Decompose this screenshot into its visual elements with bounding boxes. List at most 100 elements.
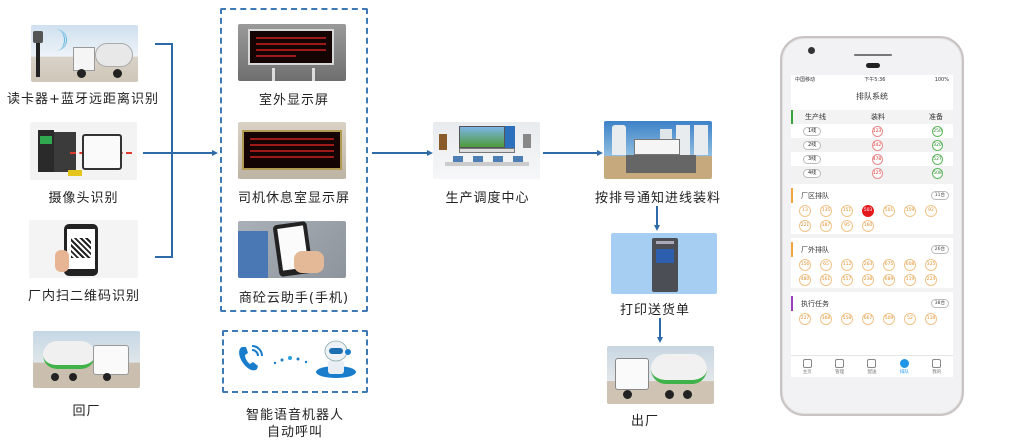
queue-number[interactable]: 689 — [883, 274, 895, 286]
queue-number[interactable]: 558 — [841, 313, 853, 325]
table-row[interactable]: 2线 342 320 — [791, 138, 953, 152]
arrow-down-icon — [654, 225, 660, 231]
section-divider — [791, 234, 953, 238]
header-ready: 准备 — [929, 113, 943, 121]
loading-cell: 123 — [841, 125, 913, 137]
ready-number: 320 — [932, 139, 943, 151]
queue-number[interactable]: 557 — [841, 274, 853, 286]
battery-text: 100% — [934, 76, 949, 83]
queue-number[interactable]: 368 — [820, 313, 832, 325]
queue-number[interactable]: 52 — [904, 313, 916, 325]
queue-number[interactable]: 156 — [799, 259, 811, 271]
queue-grid: 13 135 151 503 501 159 92 221 387 95 160 — [791, 203, 953, 234]
queue-number[interactable]: 480 — [799, 274, 811, 286]
queue-number[interactable]: 135 — [820, 205, 832, 217]
queue-number[interactable]: 151 — [841, 205, 853, 217]
section-count-badge: 26台 — [930, 245, 949, 254]
outdoor-screen-image — [238, 24, 346, 81]
queue-number[interactable]: 13 — [799, 205, 811, 217]
queue-grid: 227 368 558 667 509 52 118 — [791, 311, 953, 327]
ready-cell: 508 — [913, 167, 953, 179]
queue-number[interactable]: 118 — [925, 313, 937, 325]
queue-number[interactable]: 95 — [841, 220, 853, 232]
print-kiosk-image — [611, 233, 717, 294]
queue-number[interactable]: 160 — [862, 220, 874, 232]
section-divider — [791, 288, 953, 292]
tab-label: 我的 — [932, 370, 942, 375]
loading-number: 478 — [871, 153, 883, 165]
loading-number: 342 — [871, 139, 883, 151]
tab-1[interactable]: 主页 — [802, 356, 812, 377]
queue-number[interactable]: 224 — [925, 274, 937, 286]
section-header[interactable]: 厂外排队 26台 — [791, 242, 953, 257]
connector-line — [155, 43, 173, 45]
queue-number[interactable]: 92 — [925, 205, 937, 217]
queue-number[interactable]: 509 — [883, 313, 895, 325]
sensor-pill — [866, 63, 880, 68]
queue-number[interactable]: 675 — [883, 259, 895, 271]
queue-number[interactable]: 503 — [862, 205, 874, 217]
status-bar: 中国移动 下午5:36 100% — [791, 75, 953, 84]
section-count-badge: 11台 — [930, 191, 949, 200]
ready-cell: 250 — [913, 125, 953, 137]
queue-grid: 156 65 112 263 675 608 325 480 561 557 238 689 119 22… — [791, 257, 953, 288]
queue-number[interactable]: 221 — [799, 220, 811, 232]
robot-icon — [314, 338, 358, 380]
loading-cell: 125 — [841, 167, 913, 179]
exit-factory-label: 出厂 — [630, 414, 659, 429]
phone-call-icon — [236, 344, 264, 374]
card-reader-label: 读卡器+蓝牙远距离识别 — [7, 92, 159, 107]
line-cell: 4线 — [791, 168, 841, 178]
lounge-screen-label: 司机休息室显示屏 — [237, 191, 350, 206]
section-count-badge: 38台 — [930, 299, 949, 308]
arrow-right-icon — [212, 150, 218, 156]
line-cell: 2线 — [791, 140, 841, 150]
queue-number[interactable]: 608 — [904, 259, 916, 271]
queue-number[interactable]: 263 — [862, 259, 874, 271]
line-pill: 3线 — [803, 155, 822, 164]
connector-line — [372, 152, 428, 154]
queue-number[interactable]: 561 — [820, 274, 832, 286]
tab-label: 排队 — [899, 370, 909, 375]
tab-2[interactable]: 管理 — [835, 356, 845, 377]
queue-number[interactable]: 159 — [904, 205, 916, 217]
arrow-right-icon — [427, 150, 433, 156]
voice-robot-box — [222, 330, 368, 393]
queue-number[interactable]: 112 — [841, 259, 853, 271]
speaker-grille — [854, 54, 892, 56]
queue-number[interactable]: 387 — [820, 220, 832, 232]
tab-5[interactable]: 我的 — [932, 356, 942, 377]
home-icon — [802, 359, 812, 368]
front-camera-icon — [808, 47, 815, 54]
queue-number[interactable]: 119 — [904, 274, 916, 286]
dispatch-center-image — [433, 122, 540, 179]
section-title: 厂外排队 — [801, 245, 829, 254]
print-delivery-label: 打印送货单 — [619, 303, 690, 318]
tab-label: 主页 — [802, 370, 812, 375]
outdoor-screen-label: 室外显示屏 — [258, 93, 329, 108]
ready-number: 508 — [932, 167, 943, 179]
ready-cell: 320 — [913, 139, 953, 151]
return-truck-image — [33, 331, 140, 388]
queue-number[interactable]: 667 — [862, 313, 874, 325]
voice-robot-label-1: 智能语音机器人 — [245, 408, 344, 423]
queue-number[interactable]: 501 — [883, 205, 895, 217]
queue-number[interactable]: 238 — [862, 274, 874, 286]
tab-4[interactable]: 排队 — [899, 356, 909, 377]
camera-label: 摄像头识别 — [48, 191, 119, 206]
batching-plant-image — [604, 121, 712, 179]
queue-number[interactable]: 65 — [820, 259, 832, 271]
tab-3[interactable]: 配送 — [867, 356, 877, 377]
queue-number[interactable]: 227 — [799, 313, 811, 325]
queue-number[interactable]: 325 — [925, 259, 937, 271]
